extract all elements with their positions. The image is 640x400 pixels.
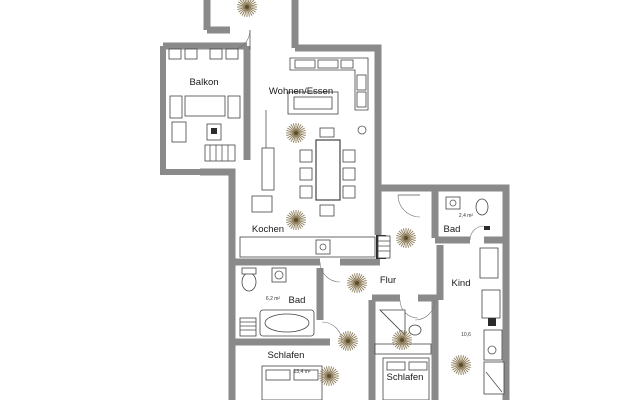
room-label-wohnen: Wohnen/Essen: [269, 86, 333, 97]
bath-fixtures: [239, 267, 315, 337]
plants: [237, 0, 471, 386]
plant-top-icon: [237, 0, 257, 17]
area-label-bad-main: 6,2 m²: [266, 296, 281, 302]
plant-schlafen-mid-icon: [338, 331, 358, 351]
walls: [160, 0, 510, 400]
plant-flur-icon: [347, 273, 367, 293]
plant-flur-top-icon: [396, 228, 416, 248]
beds: [261, 343, 432, 400]
room-label-schlafen-right: Schlafen: [387, 372, 424, 383]
threshold: [377, 235, 391, 259]
kind-furniture: [479, 247, 505, 395]
plant-bad-wc-icon: [392, 330, 412, 350]
room-label-kind: Kind: [451, 278, 470, 289]
balcony-furniture: [168, 48, 241, 162]
plant-wohnen-icon: [286, 123, 306, 143]
room-label-flur: Flur: [380, 275, 396, 286]
small-bath-fixtures: [445, 196, 490, 230]
plant-kochen-icon: [286, 210, 306, 230]
area-label-bad-small: 2,4 m²: [459, 213, 474, 219]
room-label-bad-main: Bad: [289, 295, 306, 306]
sofa: [289, 57, 369, 111]
room-label-balkon: Balkon: [189, 77, 218, 88]
coffee-table: [287, 91, 339, 115]
area-label-schlafen-left: 13,4 m²: [294, 369, 311, 375]
room-label-kochen: Kochen: [252, 224, 284, 235]
plant-schlafen-left-icon: [319, 366, 339, 386]
room-label-bad-small: Bad: [444, 224, 461, 235]
room-label-schlafen-left: Schlafen: [268, 350, 305, 361]
dining-table: [299, 125, 367, 217]
area-label-kind: 10,6: [461, 332, 471, 338]
plant-kind-icon: [451, 355, 471, 375]
wc-fixtures: [379, 309, 422, 336]
kitchen-counter: [239, 110, 386, 259]
